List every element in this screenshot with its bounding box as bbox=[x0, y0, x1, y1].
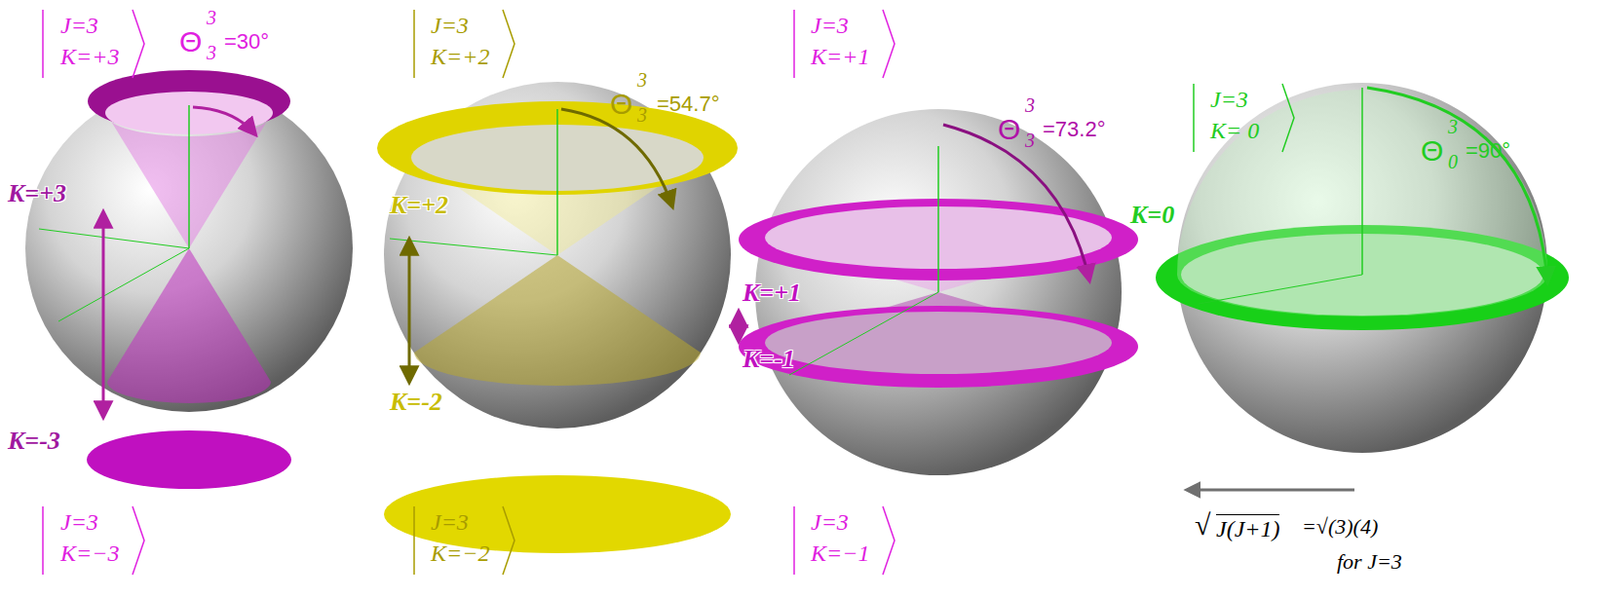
angle-value: =54.7° bbox=[656, 93, 720, 115]
theta-index: 3 bbox=[637, 105, 648, 125]
sphere-k3 bbox=[25, 70, 353, 490]
sphere-k0 bbox=[1155, 82, 1569, 454]
ket-text: K=+2 bbox=[430, 44, 490, 69]
length-arrow bbox=[1186, 489, 1355, 493]
k-label: K=-1 bbox=[742, 346, 796, 373]
theta-symbol: Θ bbox=[1420, 136, 1444, 166]
theta-symbol: Θ bbox=[609, 89, 633, 119]
k-label: K=-2 bbox=[389, 389, 443, 416]
k-label: K=+2 bbox=[389, 192, 449, 219]
ket-text: J=3 bbox=[430, 510, 469, 534]
k-label: K=-3 bbox=[7, 428, 61, 455]
angle-value: =73.2° bbox=[1042, 118, 1105, 141]
theta-index: 3 bbox=[206, 7, 217, 28]
theta-index: 3 bbox=[1025, 95, 1035, 115]
k-label: K=+3 bbox=[7, 181, 67, 207]
ket-text: J=3 bbox=[60, 13, 99, 38]
sphere-k2 bbox=[377, 81, 738, 554]
angle-value: =30° bbox=[224, 31, 269, 53]
theta-index: 3 bbox=[1025, 130, 1035, 151]
theta-index: 3 bbox=[1447, 116, 1458, 137]
ket-text: K=+3 bbox=[60, 44, 119, 69]
theta-symbol: Θ bbox=[997, 114, 1021, 145]
ket-brackets bbox=[42, 9, 1295, 575]
ket-text: K=−2 bbox=[430, 541, 490, 566]
k-label: K=+1 bbox=[742, 280, 801, 306]
ket-text: J=3 bbox=[430, 13, 469, 38]
ket-text: J=3 bbox=[1210, 87, 1249, 112]
sphere-k1 bbox=[738, 109, 1139, 476]
ket-text: K=−3 bbox=[60, 541, 119, 566]
ket-text: K= 0 bbox=[1210, 118, 1259, 143]
theta-index: 3 bbox=[637, 70, 648, 90]
ket-text: J=3 bbox=[810, 13, 849, 38]
ket-text: K=+1 bbox=[810, 44, 870, 69]
formula: J(J+1) bbox=[1216, 514, 1280, 541]
radical-sign: √ bbox=[1194, 510, 1211, 540]
note: for J=3 bbox=[1336, 551, 1403, 573]
angle-value: =90° bbox=[1465, 140, 1511, 162]
ket-text: K=−1 bbox=[810, 541, 870, 566]
theta-index: 0 bbox=[1447, 152, 1458, 172]
theta-index: 3 bbox=[206, 42, 217, 63]
ket-text: J=3 bbox=[60, 510, 99, 534]
ket-text: J=3 bbox=[810, 510, 849, 534]
k-label: K=0 bbox=[1130, 202, 1175, 229]
formula: =√(3)(4) bbox=[1301, 516, 1378, 538]
theta-symbol: Θ bbox=[179, 27, 202, 57]
